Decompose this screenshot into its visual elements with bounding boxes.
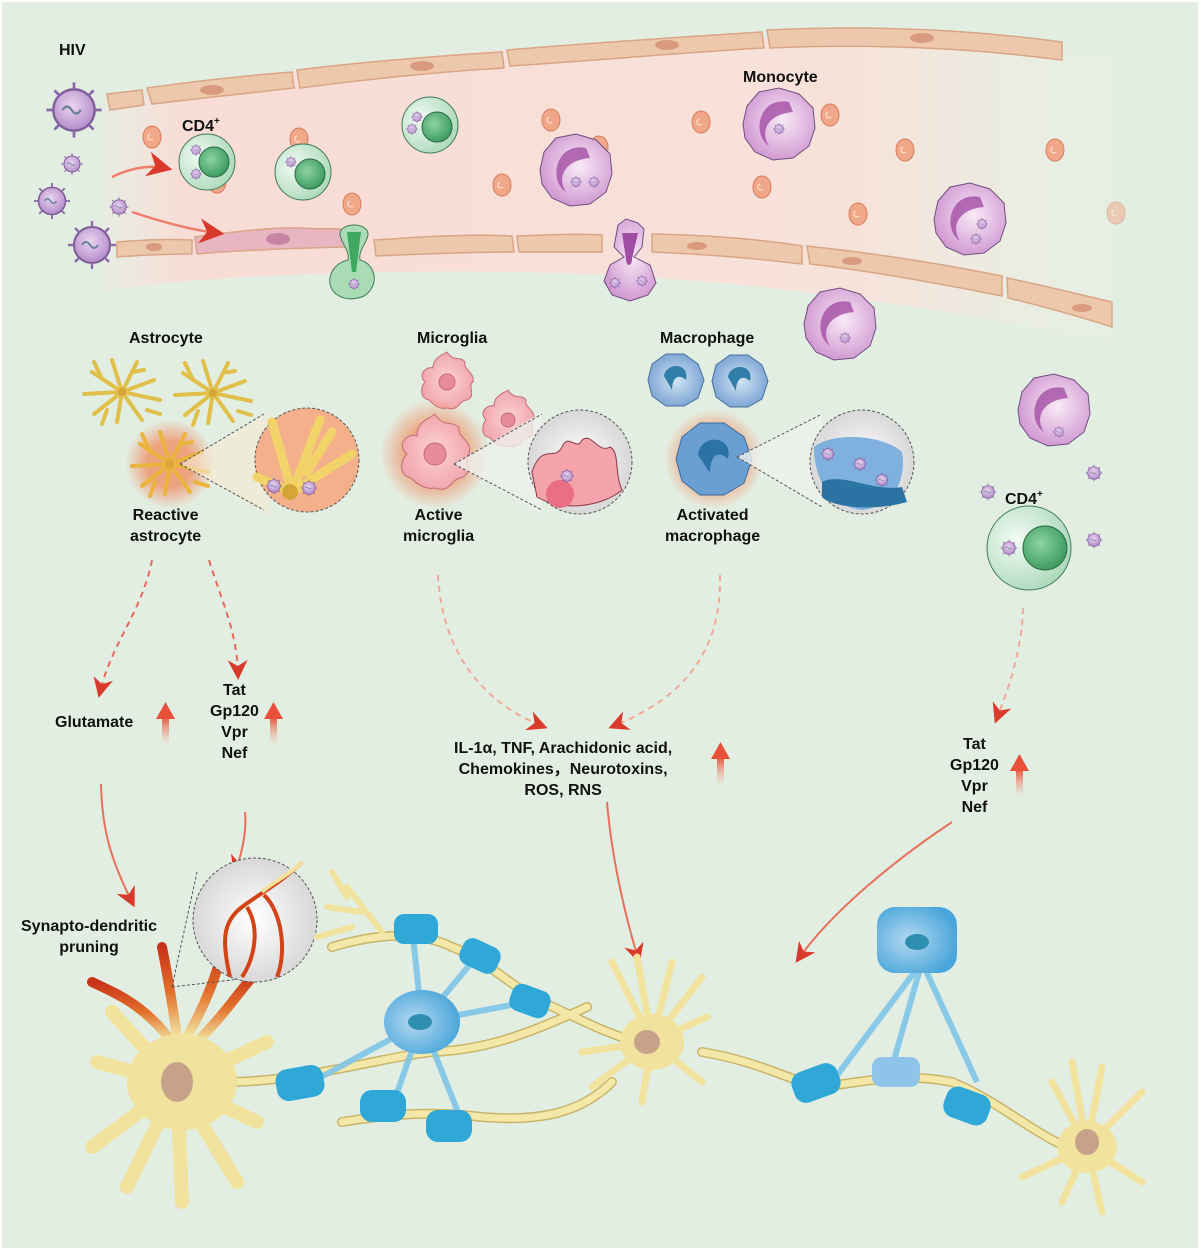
- label-cd4-text: CD4: [1005, 491, 1038, 508]
- solid-arrows: [100, 783, 953, 964]
- neuron-right: [1018, 1058, 1146, 1216]
- cd4-cells-vessel: [178, 96, 459, 300]
- macrophage-zoom-inset: [736, 409, 915, 515]
- entry-arrow-endothelium: [131, 210, 225, 244]
- label-viral-proteins-right: Tat Gp120 Vpr Nef: [950, 734, 999, 818]
- label-line: Vpr: [221, 724, 248, 741]
- microglia-zoom-inset: [453, 409, 633, 515]
- label-line: Nef: [961, 799, 988, 816]
- label-line: macrophage: [665, 528, 761, 545]
- label-line: Vpr: [961, 778, 988, 795]
- label-line: microglia: [403, 528, 475, 545]
- increase-arrow-glutamate-icon: [156, 702, 175, 745]
- label-reactive-astrocyte: Reactive astrocyte: [130, 505, 201, 547]
- label-line: Reactive: [132, 507, 199, 524]
- label-line: Active: [414, 507, 463, 524]
- neuron-top-dendrite: [314, 869, 385, 940]
- neuron-left: [85, 942, 274, 1209]
- increase-arrow-viral-left-icon: [264, 702, 283, 745]
- label-line: Tat: [963, 736, 986, 753]
- label-cd4-vessel: CD4+: [182, 111, 220, 137]
- label-microglia: Microglia: [417, 330, 488, 347]
- label-line: Activated: [676, 507, 749, 524]
- label-synapto-dendritic-pruning: Synapto-dendritic pruning: [21, 916, 157, 958]
- label-line: Tat: [223, 682, 246, 699]
- cd4-cell-right: [979, 464, 1103, 591]
- label-line: astrocyte: [130, 528, 202, 545]
- monocytes: [539, 87, 1091, 447]
- label-viral-proteins-left: Tat Gp120 Vpr Nef: [210, 680, 259, 764]
- label-line: ROS, RNS: [524, 782, 602, 799]
- label-cd4-superscript: +: [1037, 489, 1043, 500]
- neuron-middle: [578, 953, 711, 1106]
- label-activated-macrophage: Activated macrophage: [665, 505, 760, 547]
- label-line: IL-1α, TNF, Arachidonic acid,: [454, 740, 673, 757]
- label-hiv: HIV: [59, 42, 86, 59]
- oligodendrocytes: [275, 907, 991, 1142]
- label-line: Nef: [221, 745, 248, 762]
- increase-arrow-viral-right-icon: [1010, 754, 1029, 797]
- neural-network: [85, 857, 1146, 1216]
- label-line: Gp120: [950, 757, 999, 774]
- increase-arrow-mediators-icon: [711, 742, 730, 785]
- label-macrophage: Macrophage: [660, 330, 755, 347]
- label-inflammatory-mediators: IL-1α, TNF, Arachidonic acid, Chemokines…: [454, 738, 672, 801]
- label-line: pruning: [59, 939, 119, 956]
- label-line: Gp120: [210, 703, 259, 720]
- macrophages: [647, 353, 769, 509]
- label-line: Chemokines，Neurotoxins,: [458, 761, 668, 778]
- endothelium-lower: [116, 227, 1113, 329]
- astrocyte-zoom-inset: [179, 407, 360, 516]
- endothelium-upper: [106, 27, 1063, 111]
- neuron-pruning-inset: [171, 857, 318, 988]
- label-line: Synapto-dendritic: [21, 918, 158, 935]
- increase-arrows: [156, 702, 1029, 797]
- label-cd4-superscript: +: [214, 116, 220, 127]
- label-cd4-text: CD4: [182, 118, 215, 135]
- label-glutamate: Glutamate: [55, 714, 134, 731]
- label-astrocyte: Astrocyte: [129, 330, 203, 347]
- label-cd4-right: CD4+: [1005, 484, 1043, 510]
- label-active-microglia: Active microglia: [403, 505, 474, 547]
- label-monocyte: Monocyte: [743, 69, 818, 86]
- entry-arrow-cd4: [111, 151, 173, 179]
- dashed-arrows: [93, 559, 1024, 731]
